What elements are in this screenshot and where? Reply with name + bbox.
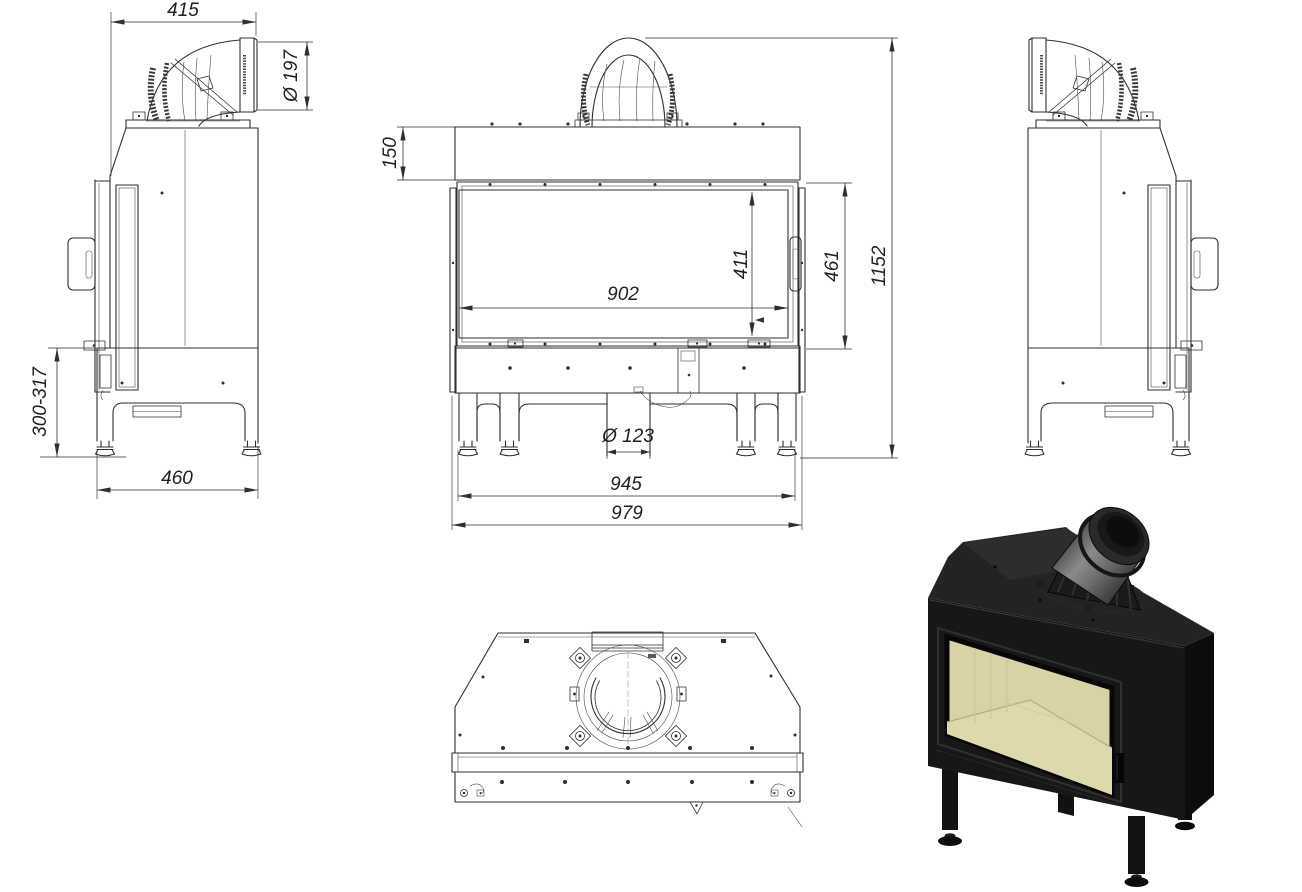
dim-air-inlet-diameter: Ø 123 [601,426,654,447]
dim-door-height: 461 [822,250,843,282]
front-view: 150 902 411 461 1152 Ø 123 945 979 [380,37,898,530]
front-plinth [454,345,801,408]
side-left-dimensions: 415 Ø 197 300-317 460 [30,0,313,499]
render-leg [1128,816,1145,874]
dim-glass-height: 411 [731,249,752,279]
front-hood-band [454,122,801,181]
render-door-handle [1115,753,1124,783]
dim-base-height-range: 300-317 [30,366,51,437]
dim-hood-height: 150 [380,137,401,169]
top-view [451,631,804,828]
render-flue-elbow [1036,506,1150,613]
front-door-frame [449,181,806,393]
dim-glass-width: 902 [607,284,639,305]
side-body-right [1025,38,1218,456]
front-legs [457,392,798,457]
dim-side-depth: 460 [161,468,193,489]
dim-feet-span-width: 945 [610,474,642,495]
top-front-bar [451,752,804,828]
front-glass-opening [458,189,789,339]
side-body-left [68,38,261,456]
front-dimensions: 150 902 411 461 1152 Ø 123 945 979 [380,37,898,530]
top-duct [591,631,664,652]
side-view-left: 415 Ø 197 300-317 460 [30,0,313,499]
dim-total-width: 979 [611,503,643,524]
dim-total-height: 1152 [869,245,890,286]
render-3d [928,506,1214,887]
dim-flue-offset-width: 415 [167,0,199,21]
small-pointer-arrow-icon [755,317,764,323]
front-flue-dome [565,37,693,128]
render-glass-door [937,626,1124,804]
render-side-face [1185,633,1214,820]
top-flue-collar [568,644,688,750]
render-leg [942,764,958,830]
dim-flue-diameter: Ø 197 [281,49,302,103]
side-view-right [1025,38,1218,456]
front-door-handle [789,236,802,292]
